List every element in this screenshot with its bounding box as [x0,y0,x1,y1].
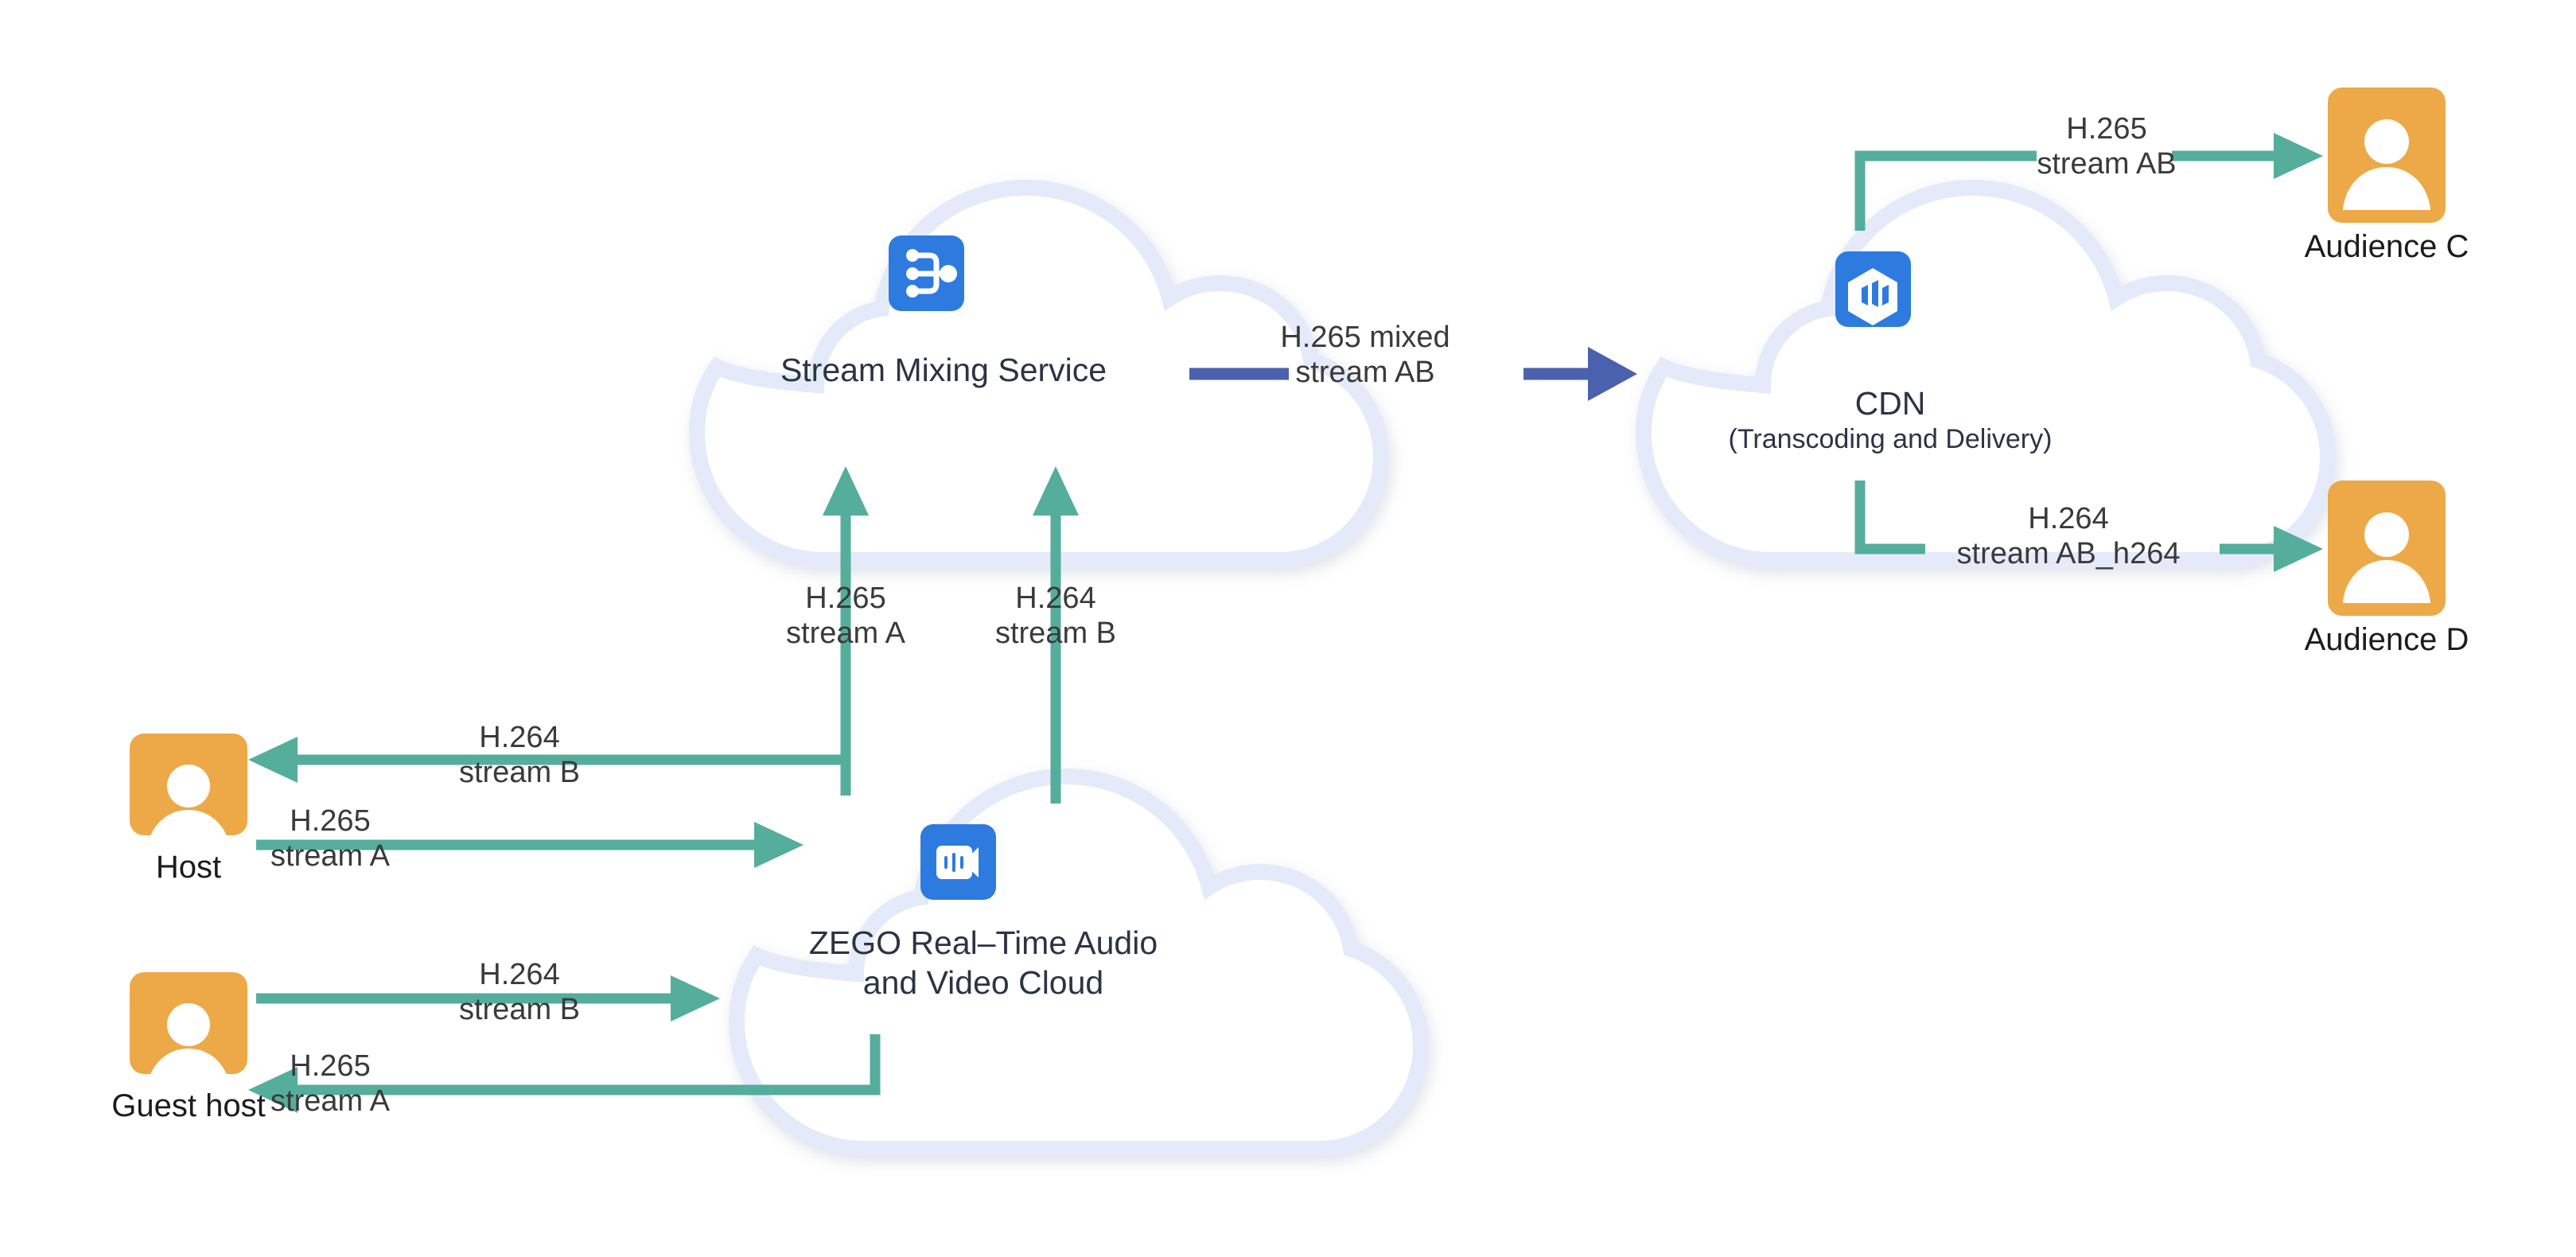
edge-label-host-to-zego-stream-a: H.265 stream A [270,804,390,874]
node-label-audience-c: Audience C [2304,229,2469,264]
edge-label-cdn-to-audience-c: H.265 stream AB [2037,112,2177,181]
edge-label-zego-to-host-stream-b: H.264 stream B [458,721,581,790]
cdn-cube-icon [1835,251,1911,327]
edge-label-guest-to-zego-stream-b: H.264 stream B [458,958,581,1027]
node-label-guest-host: Guest host [111,1088,266,1123]
cloud-label-stream-mixing-service: Stream Mixing Service [780,352,1107,388]
connector-cdn-to-audience-c [1854,133,2323,231]
cloud-label-cdn: CDN (Transcoding and Delivery) [1644,344,2137,496]
connector-guest-to-zego-stream-b [256,975,720,1022]
edge-label-zego-to-guest-stream-a: H.265 stream A [270,1049,390,1119]
node-label-audience-d: Audience D [2304,622,2469,657]
connector-zego-to-guest-stream-a [248,1034,881,1113]
connector-zego-to-mixing-stream-a [823,466,869,796]
avatar-audience-c[interactable] [2328,88,2446,223]
cloud-label-zego-rtc: ZEGO Real–Time Audio and Video Cloud [808,924,1158,1002]
edge-label-zego-to-mixing-stream-b: H.264 stream B [994,582,1117,651]
cdn-title-text: CDN [1854,385,1926,422]
edge-label-cdn-to-audience-d: H.264 stream AB_h264 [1956,502,2181,571]
connector-zego-to-mixing-stream-b [1033,466,1079,804]
node-label-host: Host [155,850,222,885]
edge-label-zego-to-mixing-stream-a: H.265 stream A [786,582,905,651]
connector-cdn-to-audience-d [1854,481,2323,572]
edge-label-mixing-to-cdn: H.265 mixed stream AB [1280,321,1450,390]
video-camera-icon [920,824,996,900]
avatar-audience-d[interactable] [2328,481,2446,616]
connector-mixing-to-cdn [1189,347,1637,401]
connector-host-to-zego-stream-a [256,822,804,868]
connector-zego-to-host-stream-b [248,737,851,796]
cdn-subtitle-text: (Transcoding and Delivery) [1728,424,2053,455]
stream-mixing-icon [889,235,964,311]
avatar-host[interactable] [130,734,247,850]
avatar-guest-host[interactable] [130,972,247,1088]
